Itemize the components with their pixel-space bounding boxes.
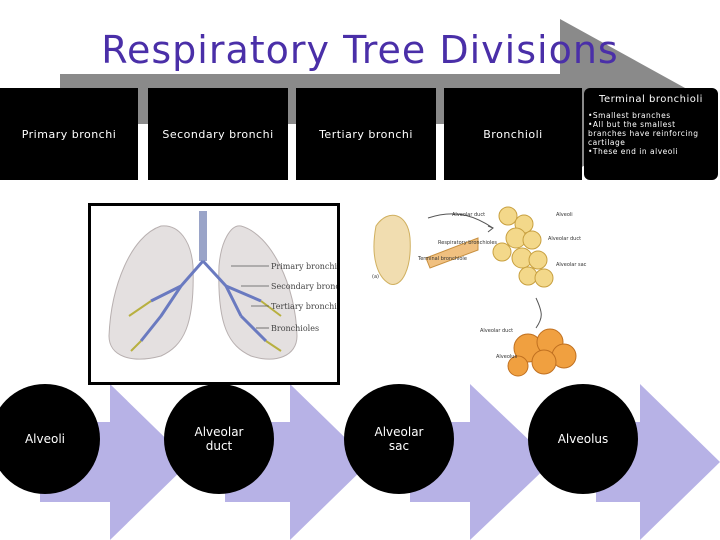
page-title: Respiratory Tree Divisions <box>101 28 619 72</box>
alveolar-duct-oval: Alveolar duct <box>164 384 274 494</box>
terminal-note: •All but the smallest branches have rein… <box>588 120 699 147</box>
alveoli-oval: Alveoli <box>0 384 100 494</box>
alveoli-illustration: Alveolar duct Alveoli Respiratory bronch… <box>372 206 587 377</box>
secondary-bronchi-block: Secondary bronchi <box>148 88 288 180</box>
terminal-note: •These end in alveoli <box>588 147 679 156</box>
lung-label: Primary bronchi <box>271 262 337 271</box>
terminal-bronchioli-title: Terminal bronchioli <box>599 94 703 105</box>
alveolar-sac-oval: Alveolar sac <box>344 384 454 494</box>
tertiary-bronchi-block: Tertiary bronchi <box>296 88 436 180</box>
alveoli-fig-label: Alveolar duct <box>548 236 581 242</box>
lung-drawing: Primary bronchi Secondary bronchi Tertia… <box>108 211 348 360</box>
alveoli-fig-label: Alveoli <box>556 212 573 218</box>
alveoli-fig-label: Alveolar duct <box>480 328 513 334</box>
terminal-note: •Smallest branches <box>588 111 671 120</box>
lung-label: Bronchioles <box>271 324 319 333</box>
lung-illustration: Primary bronchi Secondary bronchi Tertia… <box>88 203 348 385</box>
alveoli-fig-label: Terminal bronchiole <box>417 256 467 262</box>
bronchioli-block: Bronchioli <box>444 88 582 180</box>
lung-label: Tertiary bronchi <box>271 302 337 311</box>
primary-bronchi-block: Primary bronchi <box>0 88 138 180</box>
alveolus-oval: Alveolus <box>528 384 638 494</box>
lung-label: Secondary bronchi <box>271 282 337 291</box>
alveoli-fig-label: Alveolar duct <box>452 212 485 218</box>
alveoli-fig-label: Respiratory bronchioles <box>438 240 497 246</box>
terminal-bronchioli-block: Terminal bronchioli •Smallest branches •… <box>584 88 718 180</box>
alveoli-fig-label: Alveolus <box>496 354 517 360</box>
alveoli-fig-label: Alveolar sac <box>556 262 587 268</box>
alveoli-fig-label: (a) <box>372 274 379 280</box>
